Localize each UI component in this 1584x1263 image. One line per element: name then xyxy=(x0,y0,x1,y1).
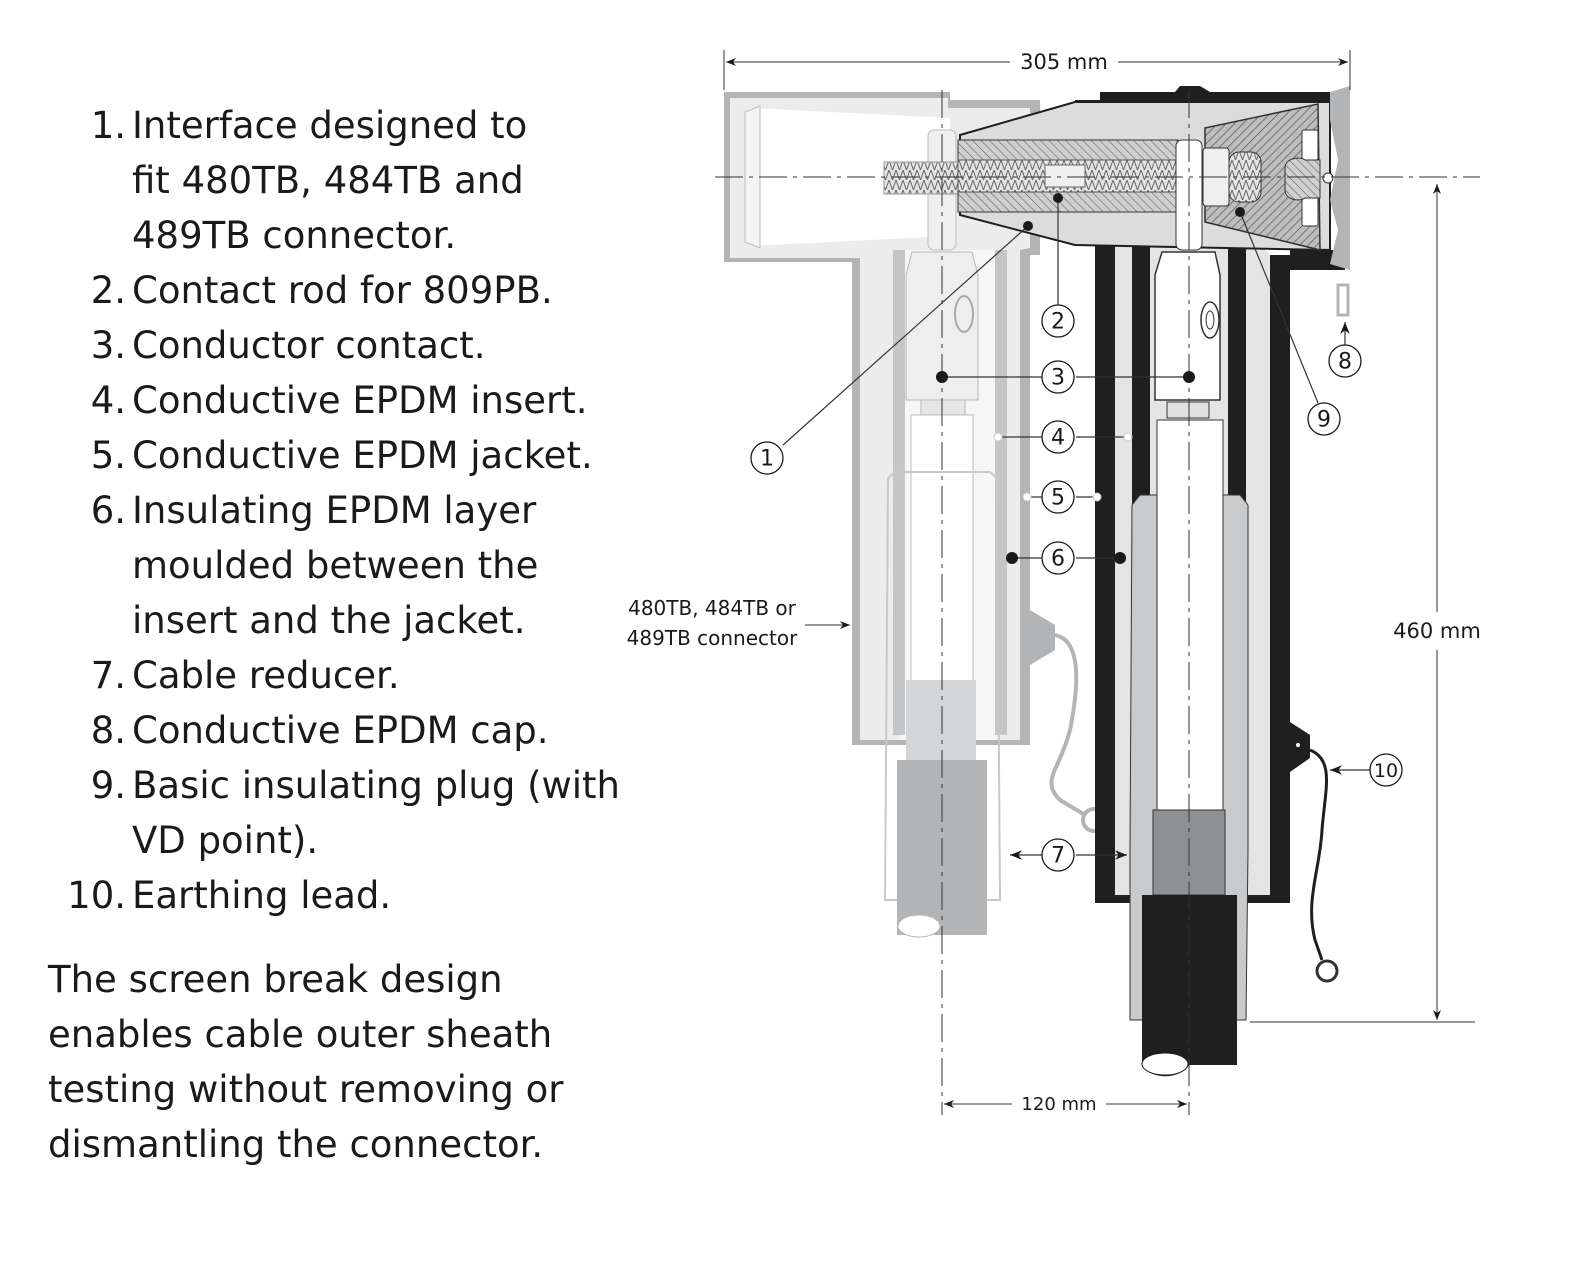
callout-10: 10 xyxy=(1369,753,1403,787)
legend-item-text: Basic insulating plug (with xyxy=(132,764,621,807)
legend-item: 7.Cable reducer. xyxy=(48,648,628,703)
callout-5: 5 xyxy=(1041,480,1075,514)
legend-item-continuation: VD point). xyxy=(48,813,628,868)
callout-number: 10 xyxy=(1374,760,1398,782)
callout-number: 2 xyxy=(1051,310,1065,335)
legend-item: 9.Basic insulating plug (with xyxy=(48,758,628,813)
legend-item-text: insert and the jacket. xyxy=(132,599,526,642)
legend-item-text: Conductive EPDM cap. xyxy=(132,709,549,752)
callout-number: 6 xyxy=(1051,547,1065,572)
height-dimension-label: 460 mm xyxy=(1393,619,1481,643)
width-dimension-label: 305 mm xyxy=(1020,50,1108,74)
legend-item: 3.Conductor contact. xyxy=(48,318,628,373)
connector-label-line-2: 489TB connector xyxy=(627,626,798,650)
screen-break-note: The screen break design enables cable out… xyxy=(48,952,608,1172)
legend-item-text: moulded between the xyxy=(132,544,539,587)
legend-item-number: 9. xyxy=(90,764,126,807)
centre-lines xyxy=(715,90,1480,1115)
callout-circle xyxy=(1041,420,1075,454)
legend-item-text: Contact rod for 809PB. xyxy=(132,269,553,312)
legend-item: 1.Interface designed to xyxy=(48,98,628,153)
leader-lines xyxy=(782,198,1370,860)
legend-item-number: 5. xyxy=(90,434,126,477)
legend-item-text: Earthing lead. xyxy=(132,874,392,917)
callout-circle xyxy=(1041,838,1075,872)
callout-bubbles: 1 2 3 4 5 6 7 8 9 10 xyxy=(750,304,1403,872)
legend-item-number: 2. xyxy=(90,269,126,312)
legend-item: 5.Conductive EPDM jacket. xyxy=(48,428,628,483)
callout-1: 1 xyxy=(750,441,784,475)
note-line: enables cable outer sheath xyxy=(48,1013,553,1056)
legend-item-text: VD point). xyxy=(132,819,319,862)
callout-number: 8 xyxy=(1338,350,1352,375)
leader-dots xyxy=(936,193,1245,564)
callout-circle xyxy=(1041,480,1075,514)
legend-item-text: Conductive EPDM insert. xyxy=(132,379,588,422)
callout-number: 7 xyxy=(1051,844,1065,869)
legend-item-number: 3. xyxy=(90,324,126,367)
callout-circle xyxy=(1041,304,1075,338)
dimension-120: 120 mm xyxy=(944,1094,1187,1115)
legend-item-number: 10. xyxy=(67,874,126,917)
legend-item-number: 8. xyxy=(90,709,126,752)
mating-connector-label: 480TB, 484TB or 489TB connector xyxy=(627,596,850,650)
legend-item-number: 4. xyxy=(90,379,126,422)
component-legend: 1.Interface designed to fit 480TB, 484TB … xyxy=(48,98,628,923)
callout-6: 6 xyxy=(1041,541,1075,575)
callout-circle xyxy=(1041,541,1075,575)
legend-item-continuation: 489TB connector. xyxy=(48,208,628,263)
legend-item-number: 1. xyxy=(90,104,126,147)
spacing-dimension-label: 120 mm xyxy=(1021,1094,1096,1115)
legend-item-text: Interface designed to xyxy=(132,104,528,147)
legend-item-text: Insulating EPDM layer xyxy=(132,489,537,532)
legend-list: 1.Interface designed to fit 480TB, 484TB … xyxy=(48,98,628,923)
legend-item-text: Conductive EPDM jacket. xyxy=(132,434,593,477)
legend-item: 10.Earthing lead. xyxy=(48,868,628,923)
note-line: testing without removing or xyxy=(48,1068,564,1111)
legend-item-text: Cable reducer. xyxy=(132,654,400,697)
legend-item-continuation: fit 480TB, 484TB and xyxy=(48,153,628,208)
callout-4: 4 xyxy=(1041,420,1075,454)
legend-item-continuation: moulded between the xyxy=(48,538,628,593)
note-line: dismantling the connector. xyxy=(48,1123,544,1166)
callout-8: 8 xyxy=(1328,344,1362,378)
callout-3: 3 xyxy=(1041,360,1075,394)
callout-circle xyxy=(750,441,784,475)
legend-item: 6.Insulating EPDM layer xyxy=(48,483,628,538)
callout-9: 9 xyxy=(1307,402,1341,436)
legend-item-text: fit 480TB, 484TB and xyxy=(132,159,524,202)
callout-number: 1 xyxy=(760,447,774,472)
callout-7: 7 xyxy=(1041,838,1075,872)
legend-item: 2.Contact rod for 809PB. xyxy=(48,263,628,318)
legend-item-text: Conductor contact. xyxy=(132,324,486,367)
legend-item-number: 6. xyxy=(90,489,126,532)
legend-item-number: 7. xyxy=(90,654,126,697)
callout-circle xyxy=(1369,753,1403,787)
dimension-305: 305 mm xyxy=(723,50,1351,90)
callout-2: 2 xyxy=(1041,304,1075,338)
legend-item-continuation: insert and the jacket. xyxy=(48,593,628,648)
callout-number: 5 xyxy=(1051,486,1065,511)
callout-number: 3 xyxy=(1051,366,1065,391)
note-line: The screen break design xyxy=(48,958,503,1001)
callout-circle xyxy=(1307,402,1341,436)
callout-number: 9 xyxy=(1317,408,1331,433)
legend-item-text: 489TB connector. xyxy=(132,214,457,257)
callout-circle xyxy=(1041,360,1075,394)
callout-number: 4 xyxy=(1051,426,1065,451)
legend-item: 8.Conductive EPDM cap. xyxy=(48,703,628,758)
legend-item: 4.Conductive EPDM insert. xyxy=(48,373,628,428)
dimension-460: 460 mm xyxy=(1250,184,1481,1023)
mating-connector-ghost xyxy=(724,92,1107,938)
callout-circle xyxy=(1328,344,1362,378)
connector-label-line-1: 480TB, 484TB or xyxy=(628,596,797,620)
